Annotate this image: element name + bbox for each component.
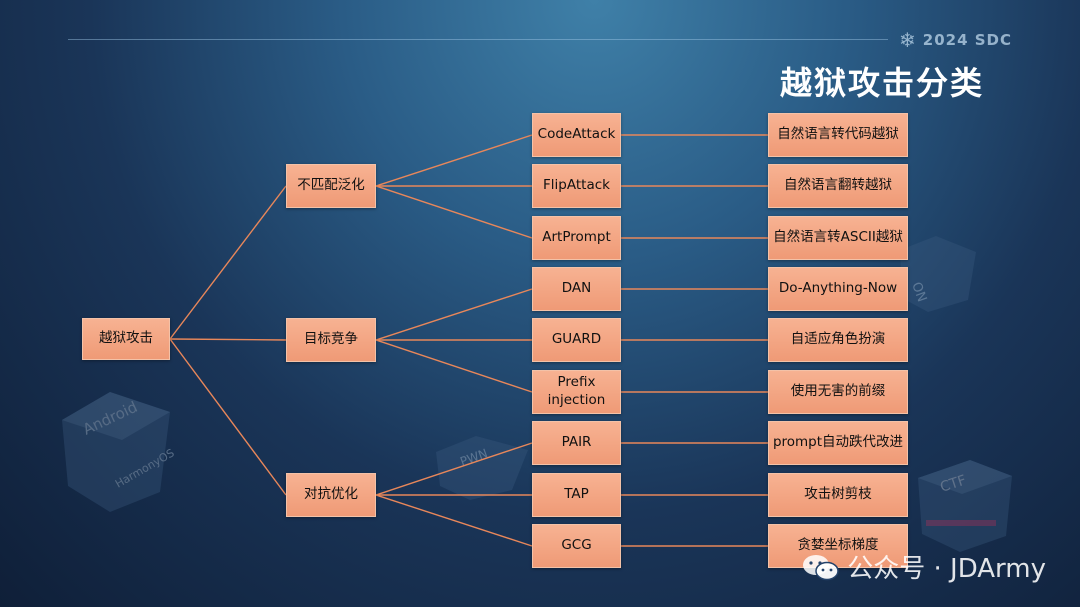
description-node: 攻击树剪枝 xyxy=(768,473,908,517)
snowflake-icon: ❄ xyxy=(899,28,917,52)
method-node: GUARD xyxy=(532,318,621,362)
watermark: 公众号 · JDArmy xyxy=(801,548,1046,585)
description-node: 自适应角色扮演 xyxy=(768,318,908,362)
description-node: 贪婪坐标梯度 xyxy=(768,524,908,568)
method-node: FlipAttack xyxy=(532,164,621,208)
slide-title: 越狱攻击分类 xyxy=(779,64,984,102)
description-node: 自然语言翻转越狱 xyxy=(768,164,908,208)
description-node: 使用无害的前缀 xyxy=(768,370,908,414)
method-node: CodeAttack xyxy=(532,113,621,157)
root-category-connector xyxy=(169,338,287,496)
wechat-icon xyxy=(803,554,839,580)
category-method-connector xyxy=(375,442,533,496)
cube-label-on: ON xyxy=(908,280,929,304)
method-node: PAIR xyxy=(532,421,621,465)
category-node-adversarial: 对抗优化 xyxy=(286,473,376,517)
root-category-connector xyxy=(169,185,287,340)
category-method-connector xyxy=(375,494,533,547)
description-node: prompt自动跌代改进 xyxy=(768,421,908,465)
description-node: 自然语言转ASCII越狱 xyxy=(768,216,908,260)
category-method-connector xyxy=(375,339,533,393)
description-node: 自然语言转代码越狱 xyxy=(768,113,908,157)
event-label: 2024 SDC xyxy=(922,31,1012,49)
root-category-connector xyxy=(169,338,287,341)
watermark-text: 公众号 · JDArmy xyxy=(847,554,1046,584)
method-node: Prefix injection xyxy=(532,370,621,414)
description-node: Do-Anything-Now xyxy=(768,267,908,311)
category-method-connector xyxy=(375,185,533,239)
method-node: ArtPrompt xyxy=(532,216,621,260)
header-divider xyxy=(68,39,888,40)
category-node-mismatch: 不匹配泛化 xyxy=(286,164,376,208)
method-node: DAN xyxy=(532,267,621,311)
event-badge: ❄ 2024 SDC xyxy=(899,30,1012,50)
cube-label-ctf: CTF xyxy=(938,472,968,495)
method-node: TAP xyxy=(532,473,621,517)
root-node: 越狱攻击 xyxy=(82,318,170,360)
category-method-connector xyxy=(375,288,533,341)
category-method-connector xyxy=(375,134,533,187)
category-node-goal-competition: 目标竞争 xyxy=(286,318,376,362)
method-node: GCG xyxy=(532,524,621,568)
